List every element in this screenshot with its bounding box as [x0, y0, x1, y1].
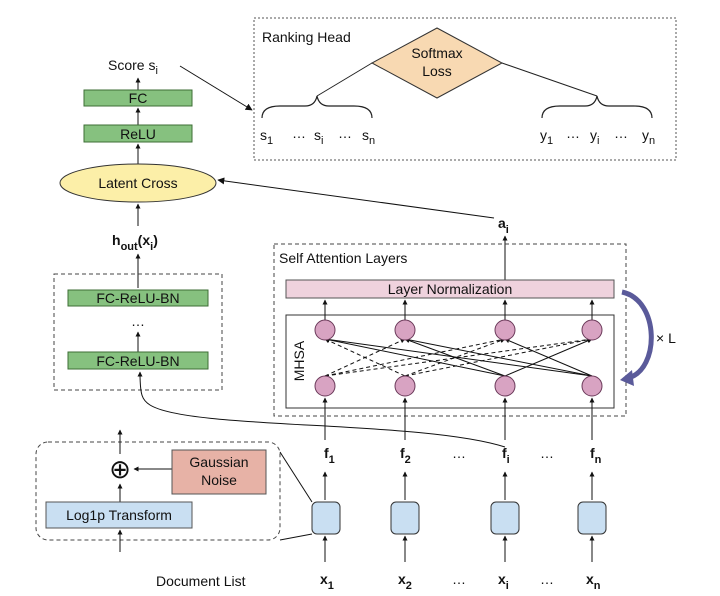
scores-to-loss-line	[316, 62, 373, 97]
label-ellipsis-1: …	[566, 125, 580, 141]
node-to-norm-arrows	[322, 299, 595, 320]
input-encoders	[311, 471, 607, 562]
relu-label: ReLU	[120, 126, 156, 142]
input-box-1	[311, 501, 341, 535]
feature-2: f2	[400, 445, 411, 466]
dnn-dashed-box	[53, 273, 223, 391]
mhsa-label: MHSA	[291, 340, 307, 381]
labels-to-loss-line	[501, 62, 598, 97]
softmax-loss-label-2: Loss	[422, 63, 452, 79]
self-attention-group: ai Self Attention Layers Layer Normaliza…	[217, 177, 676, 417]
scoring-tower-group: Score si FC ReLU Latent Cross hout(xi) F…	[53, 57, 253, 391]
attention-title: Self Attention Layers	[279, 250, 407, 266]
gaussian-noise-label-1: Gaussian	[189, 454, 248, 470]
attention-node-top-1	[314, 319, 336, 341]
scores-brace	[261, 95, 373, 119]
repeat-arrow	[621, 289, 654, 381]
feature-to-node-arrows	[322, 397, 595, 440]
log1p-transform-box	[45, 501, 193, 529]
dnn-ellipsis: …	[131, 313, 145, 329]
relu-box	[83, 124, 193, 143]
attention-node-bottom-i	[494, 375, 516, 397]
document-2: x2	[398, 571, 412, 592]
feature-i: fi	[502, 445, 510, 466]
label-i: yi	[590, 127, 599, 147]
fc-relu-bn-top-label: FC-ReLU-BN	[96, 290, 179, 306]
attention-node-bottom-2	[394, 375, 416, 397]
latent-cross-label: Latent Cross	[98, 175, 177, 191]
fc-relu-bn-top-box	[67, 289, 209, 307]
attention-edges	[324, 337, 593, 377]
attention-dashed-box	[273, 243, 627, 417]
label-1: y1	[540, 127, 553, 147]
attention-node-top-n	[581, 319, 603, 341]
gaussian-noise-label-2: Noise	[201, 472, 237, 488]
ranking-head-box	[253, 17, 677, 161]
label-n: yn	[642, 127, 655, 147]
document-n: xn	[586, 571, 601, 592]
feature-ellipsis-1: …	[452, 445, 466, 461]
score-to-ranking-arrow	[179, 65, 253, 111]
attention-node-bottom-1	[314, 375, 336, 397]
repeat-label: × L	[656, 330, 676, 346]
softmax-loss-diamond	[370, 27, 504, 99]
feature-1: f1	[324, 445, 335, 466]
input-box-n	[577, 501, 607, 535]
document-1: x1	[320, 571, 334, 592]
document-list-label: Document List	[156, 573, 246, 589]
attention-node-top-2	[394, 319, 416, 341]
document-ellipsis-1: …	[452, 571, 466, 587]
label-ellipsis-2: …	[614, 125, 628, 141]
gaussian-noise-box	[171, 449, 267, 495]
score-n: sn	[362, 127, 375, 147]
hout-label: hout(xi)	[112, 232, 158, 253]
log1p-transform-label: Log1p Transform	[66, 507, 172, 523]
document-i: xi	[498, 571, 509, 592]
ranking-head-title: Ranking Head	[262, 29, 351, 45]
attention-node-bottom-n	[581, 375, 603, 397]
repeat-arrow-head	[620, 370, 634, 386]
attention-to-latent-arrow	[217, 177, 495, 219]
preprocess-dashed-box	[35, 441, 281, 541]
attention-node-top-i	[494, 319, 516, 341]
zoom-line-bottom	[279, 533, 313, 541]
input-box-2	[390, 501, 420, 535]
plus-icon: ⊕	[109, 454, 131, 484]
fc-relu-bn-bottom-box	[67, 351, 209, 370]
score-label: Score si	[108, 57, 158, 77]
fc-box	[83, 89, 193, 107]
document-list-row: Document List x1 x2 … xi … xn	[156, 571, 601, 592]
fc-relu-bn-bottom-label: FC-ReLU-BN	[96, 353, 179, 369]
preprocess-group: ⊕ Gaussian Noise Log1p Transform	[35, 429, 281, 552]
latent-cross-ellipse	[59, 163, 217, 203]
layer-norm-label: Layer Normalization	[388, 281, 513, 297]
zoom-line-top	[279, 451, 313, 503]
score-ellipsis-2: …	[338, 125, 352, 141]
softmax-loss-label-1: Softmax	[411, 45, 462, 61]
attention-output: ai	[498, 215, 509, 236]
mhsa-box	[285, 314, 615, 409]
feature-ellipsis-2: …	[540, 445, 554, 461]
ranking-head-group: Ranking Head Softmax Loss s1 … si … sn y…	[253, 17, 677, 161]
document-ellipsis-2: …	[540, 571, 554, 587]
score-ellipsis-1: …	[292, 125, 306, 141]
labels-brace	[541, 95, 653, 119]
feature-row: f1 f2 … fi … fn	[324, 445, 602, 466]
input-box-i	[490, 501, 520, 535]
feature-n: fn	[590, 445, 602, 466]
layer-norm-box	[285, 279, 615, 299]
fc-label: FC	[129, 90, 148, 106]
feature-to-dnn-curve	[137, 371, 506, 448]
score-i: si	[314, 127, 323, 147]
score-1: s1	[260, 127, 273, 147]
